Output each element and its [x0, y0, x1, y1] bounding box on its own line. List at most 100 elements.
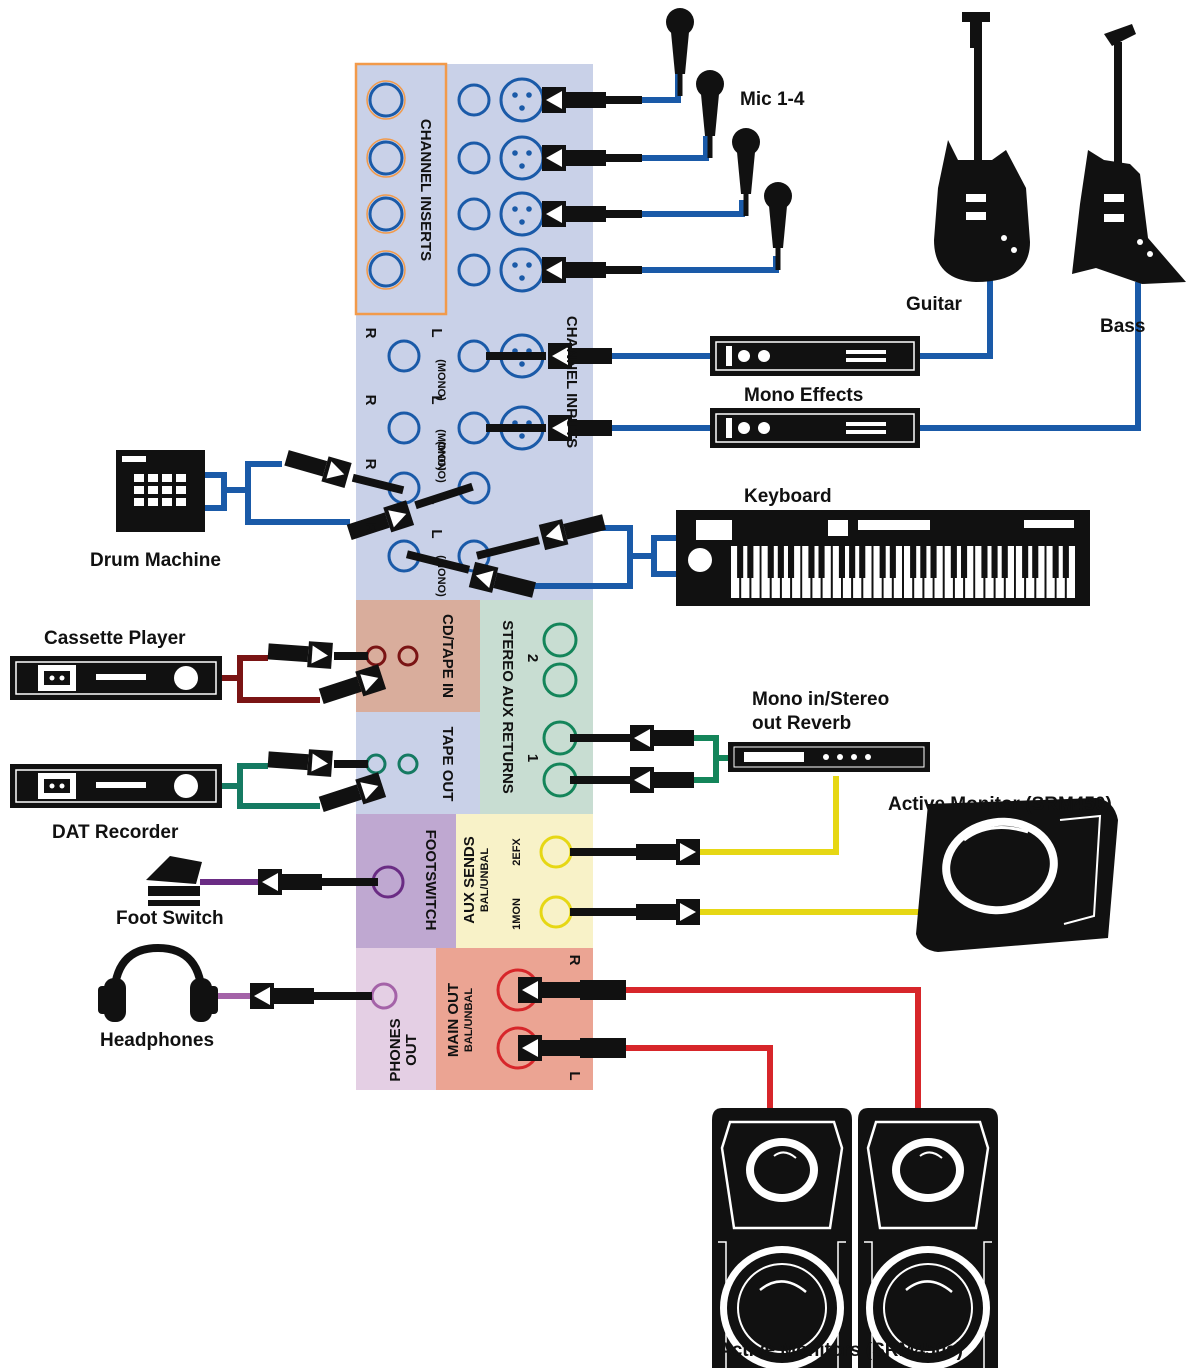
mic-2-icon: [696, 70, 724, 158]
active-monitor-icon: [916, 798, 1118, 952]
bass-icon: [1072, 24, 1186, 284]
main-out-bal-label: BAL/UNBAL: [463, 988, 475, 1052]
reverb-return-plug-1: [630, 725, 694, 751]
ch5-r-jack[interactable]: [387, 339, 421, 373]
insert-jack-3[interactable]: [366, 194, 406, 234]
device-labels: Mic 1-4 Guitar Bass Mono Effects Keyboar…: [44, 89, 1145, 1361]
black-key: [737, 546, 744, 578]
dat-cable-1: [222, 763, 268, 789]
white-key: [842, 546, 852, 598]
black-key: [1022, 546, 1029, 578]
black-key: [920, 546, 927, 578]
phones-panel: [356, 948, 436, 1090]
headphones-plug: [250, 983, 314, 1009]
black-key: [818, 546, 825, 578]
active-monitors-label: Active Monitors (SRM450s): [718, 1340, 963, 1361]
line-jack-3[interactable]: [457, 197, 491, 231]
white-key: [1005, 546, 1014, 598]
cassette-player-icon: [10, 656, 222, 700]
phones-out-label: OUT: [403, 1034, 420, 1066]
main-out-label: MAIN OUT: [445, 983, 462, 1057]
panel-labels: CHANNEL INSERTS CHANNEL INPUTS R L (MONO…: [362, 119, 583, 1082]
insert-jacks: [366, 80, 406, 290]
drum-machine-icon: [116, 450, 205, 532]
aux-return-1-label: 1: [524, 754, 541, 762]
dat-recorder-icon: [10, 764, 222, 808]
footswitch-plug: [258, 869, 322, 895]
white-key: [1056, 546, 1065, 598]
channel-inserts-label: CHANNEL INSERTS: [417, 119, 434, 261]
black-key: [910, 546, 917, 578]
guitar-icon: [934, 12, 1030, 282]
white-key: [883, 546, 892, 598]
mic-label: Mic 1-4: [740, 89, 805, 110]
line-jack-4[interactable]: [457, 253, 491, 287]
reverb-label-line1: Mono in/Stereo: [752, 689, 889, 710]
keyboard-label: Keyboard: [744, 486, 832, 507]
white-key: [985, 546, 994, 598]
white-key: [1015, 546, 1025, 598]
insert-jack-1[interactable]: [366, 80, 406, 120]
black-key: [1032, 546, 1039, 578]
aux-send-2-label: 2EFX: [511, 838, 523, 866]
black-key: [879, 546, 886, 578]
cables: [200, 74, 1141, 1108]
mono-effects-label: Mono Effects: [744, 385, 863, 406]
aux-sends-panel: [456, 814, 593, 948]
white-key: [914, 546, 923, 598]
white-key: [863, 546, 872, 598]
black-key: [930, 546, 937, 578]
foot-switch-label: Foot Switch: [116, 908, 224, 929]
aux-send-1-plug: [636, 899, 700, 925]
drum-machine-cable-1: [224, 461, 282, 493]
white-key: [731, 546, 740, 598]
dat-cable-2: [237, 786, 320, 809]
aux-send-2-plug: [636, 839, 700, 865]
white-key: [924, 546, 933, 598]
white-key: [741, 546, 750, 598]
black-key: [838, 546, 845, 578]
black-key: [1052, 546, 1059, 578]
dat-recorder-label: DAT Recorder: [52, 822, 179, 843]
ch7-r-label: R: [362, 459, 379, 470]
main-out-r-label: R: [566, 955, 583, 966]
aux-sends-label: AUX SENDS: [461, 836, 478, 924]
keyboard-link-2: [651, 556, 676, 577]
reverb-label-line2: out Reverb: [752, 713, 851, 734]
reverb-return-plug-2: [630, 767, 694, 793]
white-key: [873, 546, 882, 598]
line-jack-1[interactable]: [457, 83, 491, 117]
white-key: [944, 546, 953, 598]
aux-return-2-jacks[interactable]: [542, 622, 578, 698]
insert-jack-4[interactable]: [366, 250, 406, 290]
white-key: [1026, 546, 1035, 598]
stereo-aux-returns-label: STEREO AUX RETURNS: [499, 620, 516, 794]
white-key: [954, 546, 964, 598]
mic-4-cable: [640, 256, 779, 273]
white-key: [893, 546, 902, 598]
mic-3-cable: [640, 200, 745, 217]
cassette-plug-1: [267, 638, 333, 669]
ch5-mono-label: (MONO): [435, 359, 447, 401]
keyboard-keys: [731, 546, 1075, 598]
white-key: [1036, 546, 1045, 598]
guitar-cable: [918, 280, 993, 359]
insert-jack-2[interactable]: [366, 138, 406, 178]
channel-inputs-label: CHANNEL INPUTS: [563, 316, 580, 448]
plugs: [250, 87, 700, 1061]
cassette-player-label: Cassette Player: [44, 628, 186, 649]
white-key: [934, 546, 943, 598]
white-key: [761, 546, 770, 598]
black-key: [788, 546, 795, 578]
line-jack-2[interactable]: [457, 141, 491, 175]
drum-machine-link: [205, 472, 227, 511]
ch9-mono-label: (MONO): [435, 555, 447, 597]
white-key: [1046, 546, 1055, 598]
active-monitor-left-icon: [710, 1106, 854, 1368]
main-out-r-cable: [625, 987, 921, 1108]
ch9-l-label: L: [428, 529, 445, 538]
white-key: [812, 546, 821, 598]
phones-label: PHONES: [387, 1018, 404, 1081]
white-key: [1066, 546, 1075, 598]
ch6-r-jack[interactable]: [387, 411, 421, 445]
